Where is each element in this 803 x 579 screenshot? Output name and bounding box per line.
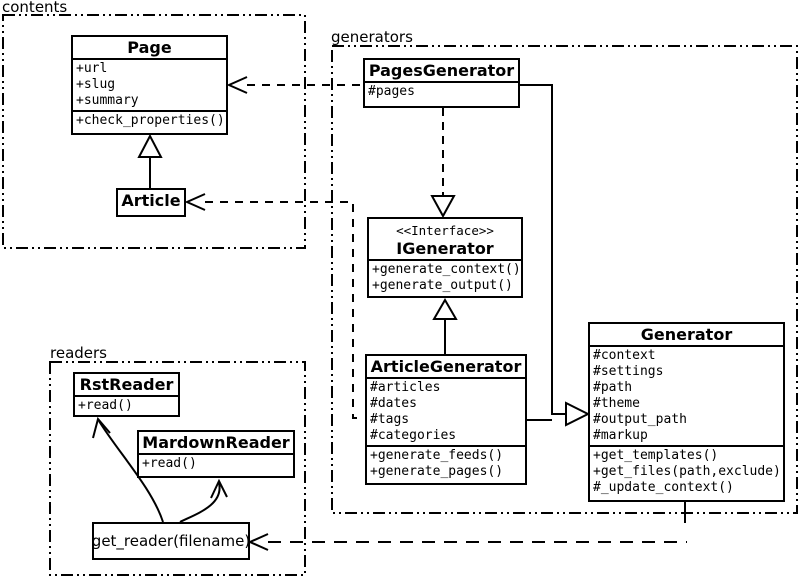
attribute: +summary [76,93,139,108]
articlegenerator-article-dashed-line [205,201,363,419]
attribute: #context [593,348,656,363]
method: +get_templates() [593,448,719,463]
inheritance-triangle-icon [137,133,163,158]
class-markdownreader-name: MardownReader [142,433,290,452]
attribute: #categories [370,428,457,443]
attribute: +slug [76,77,116,92]
class-articlegenerator-name: ArticleGenerator [370,357,522,376]
method: +get_files(path,exclude) [593,464,781,479]
class-igenerator: <<Interface>> IGenerator +generate_conte… [367,217,523,298]
class-page: Page +url +slug +summary +check_properti… [71,35,228,135]
class-generator: Generator #context #settings #path #them… [588,322,785,502]
class-generator-attributes: #context #settings #path #theme #output_… [590,345,783,445]
open-arrowhead-icon [92,416,111,439]
class-articlegenerator-methods: +generate_feeds() +generate_pages() [367,445,525,481]
class-page-name: Page [127,38,172,57]
class-page-attributes: +url +slug +summary [73,58,226,110]
attribute: #dates [370,396,417,411]
contents-package-label: contents [2,0,68,16]
class-igenerator-methods: +generate_context() +generate_output() [369,259,521,295]
class-markdownreader-methods: +read() [139,453,293,473]
inheritance-triangle-icon [565,401,591,427]
method: +generate_feeds() [370,448,504,463]
class-pagesgenerator: PagesGenerator #pages [363,58,520,108]
readers-package-border [49,361,306,576]
open-arrowhead-icon [247,533,269,551]
pagesgenerator-generator-line [520,84,566,415]
attribute: #tags [370,412,410,427]
attribute: #markup [593,428,648,443]
inheritance-triangle-icon [432,298,458,320]
generators-package-label: generators [331,28,413,46]
class-igenerator-name: IGenerator [396,239,494,258]
readers-package-label: readers [50,344,107,362]
class-markdownreader: MardownReader +read() [137,430,295,478]
method: +generate_output() [372,278,513,293]
class-articlegenerator-attributes: #articles #dates #tags #categories [367,377,525,445]
method: +generate_context() [372,262,521,277]
attribute: #theme [593,396,640,411]
attribute: #output_path [593,412,687,427]
class-page-methods: +check_properties() [73,110,226,130]
class-generator-methods: +get_templates() +get_files(path,exclude… [590,445,783,497]
class-pagesgenerator-attributes: #pages [365,81,518,101]
contents-package-border [2,14,306,249]
class-rstreader-name: RstReader [79,375,174,394]
method: +read() [142,456,197,471]
class-articlegenerator: ArticleGenerator #articles #dates #tags … [365,354,527,485]
method: +check_properties() [76,113,225,128]
class-generator-name: Generator [640,325,733,344]
class-rstreader-methods: +read() [75,395,178,415]
attribute: #settings [593,364,664,379]
open-arrowhead-icon [210,478,228,499]
open-arrowhead-icon [184,193,206,211]
getreader-markdownreader-curve [179,482,221,523]
generators-package-border [331,45,798,514]
method: +generate_pages() [370,464,504,479]
open-arrowhead-icon [226,76,248,94]
attribute: #path [593,380,633,395]
attribute: #pages [368,84,415,99]
method: +read() [78,398,133,413]
class-igenerator-stereotype: <<Interface>> [396,223,494,238]
method: #_update_context() [593,480,734,495]
get-reader-label: get_reader(filename) [92,532,250,550]
realization-triangle-icon [430,195,456,219]
get-reader-node: get_reader(filename) [92,522,250,560]
class-article-name: Article [121,191,181,210]
class-pagesgenerator-name: PagesGenerator [368,61,515,80]
class-rstreader: RstReader +read() [73,372,180,417]
class-article: Article [116,188,186,217]
getreader-rstreader-curve [98,420,164,523]
attribute: +url [76,61,108,76]
attribute: #articles [370,380,441,395]
